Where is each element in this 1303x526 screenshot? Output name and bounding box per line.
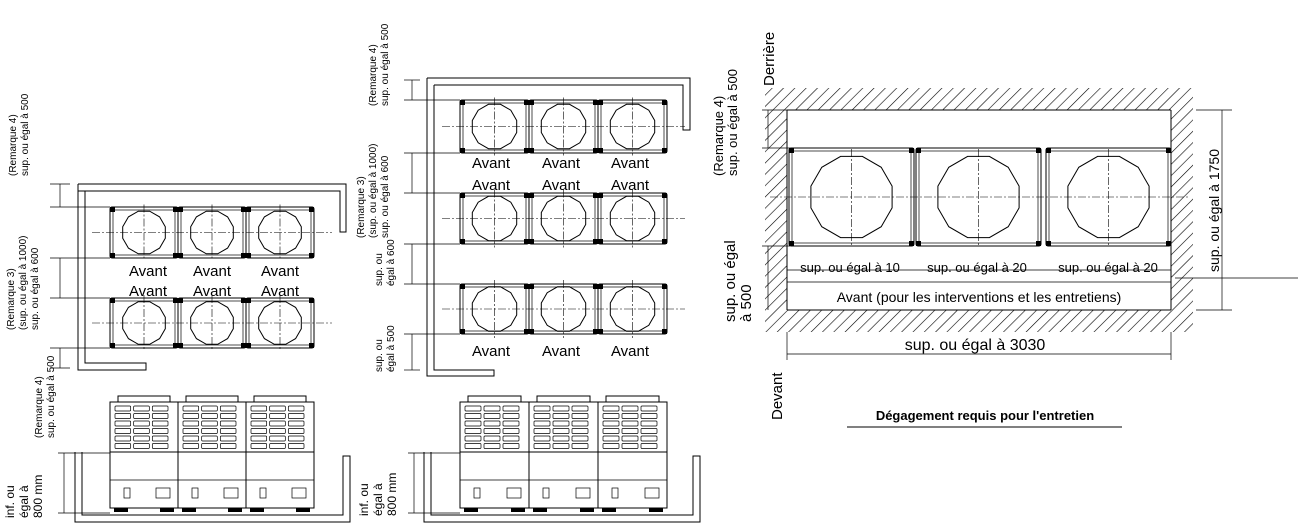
diagram-1-plan: (Remarque 4) sup. ou égal à 500 (Remarqu…	[6, 93, 347, 438]
d2-elev-unit-1	[459, 395, 530, 512]
fan-outline	[609, 195, 656, 242]
svg-text:égal à 500: égal à 500	[386, 325, 397, 372]
svg-text:sup. ou: sup. ou	[374, 253, 385, 286]
fan-outline	[609, 103, 656, 150]
svg-text:Avant: Avant	[193, 283, 232, 300]
fan-outline	[122, 210, 166, 255]
svg-text:(Remarque 4): (Remarque 4)	[8, 114, 19, 176]
fan-outline	[937, 155, 1020, 239]
svg-text:égal à: égal à	[371, 483, 385, 516]
d2-elev-unit-3	[597, 395, 668, 512]
d3-note4-label: (Remarque 4) sup. ou égal à 500	[711, 69, 740, 176]
d2-note4-label: (Remarque 4) sup. ou égal à 500	[368, 23, 391, 106]
fan-outline	[471, 286, 518, 332]
d3-right-label: sup. ou égal à 1750	[1206, 149, 1222, 272]
note4-top-label: (Remarque 4) sup. ou égal à 500	[8, 93, 31, 176]
fan-outline	[471, 103, 518, 150]
note3-label: (Remarque 3) (sup. ou égal à 1000) sup. …	[6, 235, 41, 330]
rear-label: Derrière	[761, 32, 778, 86]
d2-gap-label: sup. ou égal à 600	[374, 239, 397, 286]
d2-note3-label: (Remarque 3) (sup. ou égal à 1000) sup. …	[356, 143, 391, 238]
d3-gap-labels: sup. ou égal à 10 sup. ou égal à 20 sup.…	[800, 260, 1158, 275]
svg-text:(Remarque 4): (Remarque 4)	[711, 96, 726, 176]
svg-text:(sup. ou égal à 1000): (sup. ou égal à 1000)	[18, 235, 29, 330]
svg-text:Avant: Avant	[611, 177, 650, 194]
svg-text:Avant: Avant	[261, 283, 300, 300]
fan-outline	[540, 286, 587, 332]
svg-text:(Remarque 3): (Remarque 3)	[356, 176, 367, 238]
fan-outline	[190, 210, 234, 255]
svg-text:égal à 600: égal à 600	[386, 239, 397, 286]
svg-text:sup. ou égal: sup. ou égal	[722, 240, 739, 322]
d1-elev-unit-1	[109, 395, 179, 512]
svg-text:Avant: Avant	[472, 177, 511, 194]
d3-left-label: sup. ou égal à 500	[722, 240, 755, 322]
fan-outline	[540, 103, 587, 150]
diagram-1-elevation: inf. ou égal à 800 mm	[3, 395, 351, 523]
d2-avant-row2: Avant Avant Avant	[472, 177, 650, 194]
svg-text:Avant: Avant	[129, 263, 168, 280]
svg-text:sup. ou égal à 500: sup. ou égal à 500	[20, 93, 31, 176]
svg-text:sup. ou égal à 500: sup. ou égal à 500	[380, 23, 391, 106]
svg-text:sup. ou égal à 600: sup. ou égal à 600	[30, 247, 41, 330]
diagram-2-elevation: inf. ou égal à 800 mm	[357, 395, 701, 523]
d1-elev-unit-3	[245, 395, 315, 512]
svg-text:Avant: Avant	[193, 263, 232, 280]
d2-elev-unit-2	[528, 395, 599, 512]
svg-text:Avant: Avant	[542, 155, 581, 172]
height-label-2: inf. ou égal à 800 mm	[357, 473, 399, 516]
fan-outline	[810, 155, 893, 239]
svg-text:sup. ou égal à 600: sup. ou égal à 600	[380, 155, 391, 238]
note4-bottom-label: (Remarque 4) sup. ou égal à 500	[34, 355, 57, 438]
svg-text:Avant: Avant	[261, 263, 300, 280]
svg-text:(Remarque 4): (Remarque 4)	[368, 44, 379, 106]
height-label-1: inf. ou égal à 800 mm	[3, 475, 45, 518]
svg-text:inf. ou: inf. ou	[357, 483, 371, 516]
d2-avant-row3: Avant Avant Avant	[472, 343, 650, 360]
fan-outline	[190, 301, 234, 345]
svg-text:800 mm: 800 mm	[385, 473, 399, 516]
front-service-label: Avant (pour les interventions et les ent…	[837, 289, 1122, 305]
svg-text:Avant: Avant	[542, 343, 581, 360]
svg-text:Avant: Avant	[611, 155, 650, 172]
svg-text:800 mm: 800 mm	[31, 475, 45, 518]
fan-outline	[609, 286, 656, 332]
svg-text:(sup. ou égal à 1000): (sup. ou égal à 1000)	[368, 143, 379, 238]
d2-avant-row1: Avant Avant Avant	[472, 155, 650, 172]
svg-text:sup. ou: sup. ou	[374, 339, 385, 372]
fan-outline	[122, 301, 166, 345]
fan-outline	[1067, 155, 1150, 239]
svg-text:sup. ou égal à 10: sup. ou égal à 10	[800, 260, 900, 275]
diagram-2-plan: (Remarque 4) sup. ou égal à 500 (Remarqu…	[356, 23, 691, 377]
svg-text:sup. ou égal à 500: sup. ou égal à 500	[725, 69, 740, 176]
svg-text:à 500: à 500	[738, 284, 755, 322]
caption: Dégagement requis pour l'entretien	[876, 408, 1094, 423]
fan-outline	[540, 195, 587, 242]
svg-text:Avant: Avant	[611, 343, 650, 360]
svg-text:Avant: Avant	[472, 155, 511, 172]
avant-row1-labels: Avant Avant Avant	[129, 263, 300, 280]
svg-text:égal à: égal à	[17, 485, 31, 518]
fan-outline	[258, 210, 302, 255]
d2-bottom-label: sup. ou égal à 500	[374, 325, 397, 372]
fan-outline	[471, 195, 518, 242]
avant-row2-labels: Avant Avant Avant	[129, 283, 300, 300]
width-label: sup. ou égal à 3030	[905, 337, 1046, 354]
svg-text:sup. ou égal à 500: sup. ou égal à 500	[46, 355, 57, 438]
fan-outline	[258, 301, 302, 345]
svg-text:Avant: Avant	[472, 343, 511, 360]
svg-text:Avant: Avant	[542, 177, 581, 194]
svg-text:(Remarque 3): (Remarque 3)	[6, 268, 17, 330]
svg-text:sup. ou égal à 20: sup. ou égal à 20	[927, 260, 1027, 275]
svg-text:inf. ou: inf. ou	[3, 485, 17, 518]
diagram-3-service-clearance: Derrière Devant (Remarque 4) sup. ou éga…	[711, 32, 1298, 428]
d1-elev-unit-2	[177, 395, 247, 512]
front-side-label: Devant	[769, 372, 786, 420]
svg-text:sup. ou égal à 20: sup. ou égal à 20	[1058, 260, 1158, 275]
svg-text:(Remarque 4): (Remarque 4)	[34, 376, 45, 438]
svg-text:Avant: Avant	[129, 283, 168, 300]
